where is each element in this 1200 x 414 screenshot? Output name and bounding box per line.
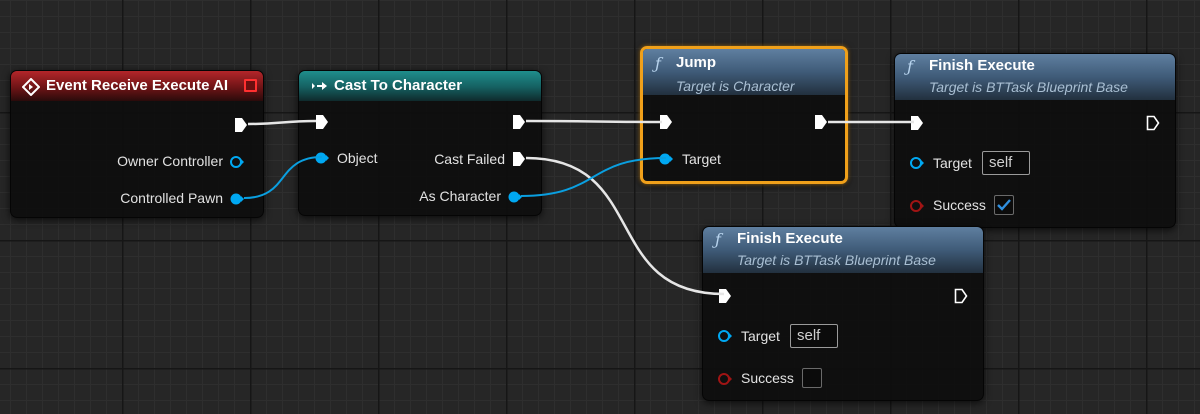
exec-out-pin[interactable] <box>512 114 526 130</box>
node-title: Event Receive Execute AI <box>46 77 229 94</box>
node-subtitle: Target is BTTask Blueprint Base <box>929 79 1128 95</box>
checkmark-icon <box>997 199 1011 211</box>
node-subtitle: Target is Character <box>676 78 795 94</box>
node-subtitle: Target is BTTask Blueprint Base <box>737 252 936 268</box>
exec-out-pin[interactable] <box>234 117 248 133</box>
event-receive-execute-ai-node[interactable]: Event Receive Execute AI Owner Controlle… <box>10 70 264 218</box>
exec-in-pin[interactable] <box>659 114 673 130</box>
node-header[interactable]: ƒ Finish Execute Target is BTTask Bluepr… <box>703 227 983 273</box>
as-character-label: As Character <box>419 188 501 204</box>
owner-controller-label: Owner Controller <box>117 153 223 169</box>
target-value-field[interactable]: self <box>982 151 1030 175</box>
object-pin[interactable] <box>315 151 329 165</box>
success-label: Success <box>741 370 794 386</box>
target-pin[interactable] <box>910 156 924 170</box>
exec-in-pin[interactable] <box>315 114 329 130</box>
success-checkbox[interactable] <box>802 368 822 388</box>
finish-execute-node-success[interactable]: ƒ Finish Execute Target is BTTask Bluepr… <box>894 53 1176 228</box>
as-character-pin[interactable] <box>508 190 522 204</box>
target-label: Target <box>682 151 721 167</box>
exec-in-pin[interactable] <box>910 115 924 131</box>
node-header[interactable]: Event Receive Execute AI <box>11 71 263 101</box>
node-title: Jump <box>676 54 717 71</box>
exec-in-pin[interactable] <box>718 288 732 304</box>
stop-icon[interactable] <box>244 79 257 92</box>
exec-arrows-icon <box>312 82 327 90</box>
node-title: Finish Execute <box>929 57 1035 74</box>
function-f-icon: ƒ <box>715 230 721 249</box>
success-pin[interactable] <box>910 199 924 213</box>
exec-out-pin-empty[interactable] <box>1146 115 1160 131</box>
node-header[interactable]: ƒ Finish Execute Target is BTTask Bluepr… <box>895 54 1175 100</box>
success-label: Success <box>933 197 986 213</box>
cast-failed-label: Cast Failed <box>434 151 505 167</box>
node-title: Cast To Character <box>334 77 463 94</box>
node-header[interactable]: Cast To Character <box>299 71 541 101</box>
target-value-field[interactable]: self <box>790 324 838 348</box>
function-f-icon: ƒ <box>655 54 661 73</box>
owner-controller-pin[interactable] <box>230 155 244 169</box>
exec-out-pin-empty[interactable] <box>954 288 968 304</box>
success-checkbox[interactable] <box>994 195 1014 215</box>
controlled-pawn-pin[interactable] <box>230 192 244 206</box>
object-label: Object <box>337 150 378 166</box>
diamond-event-icon <box>22 78 40 96</box>
node-header[interactable]: ƒ Jump Target is Character <box>643 49 845 95</box>
exec-out-pin[interactable] <box>814 114 828 130</box>
function-f-icon: ƒ <box>907 57 913 76</box>
target-label: Target <box>741 328 780 344</box>
cast-failed-exec-pin[interactable] <box>512 151 526 167</box>
success-pin[interactable] <box>718 372 732 386</box>
cast-to-character-node[interactable]: Cast To Character Object Cast Failed As … <box>298 70 542 216</box>
node-title: Finish Execute <box>737 230 843 247</box>
target-label: Target <box>933 155 972 171</box>
controlled-pawn-label: Controlled Pawn <box>120 190 223 206</box>
target-pin[interactable] <box>718 329 732 343</box>
jump-node[interactable]: ƒ Jump Target is Character Target <box>640 46 848 184</box>
finish-execute-node-failure[interactable]: ƒ Finish Execute Target is BTTask Bluepr… <box>702 226 984 401</box>
target-pin[interactable] <box>659 152 673 166</box>
